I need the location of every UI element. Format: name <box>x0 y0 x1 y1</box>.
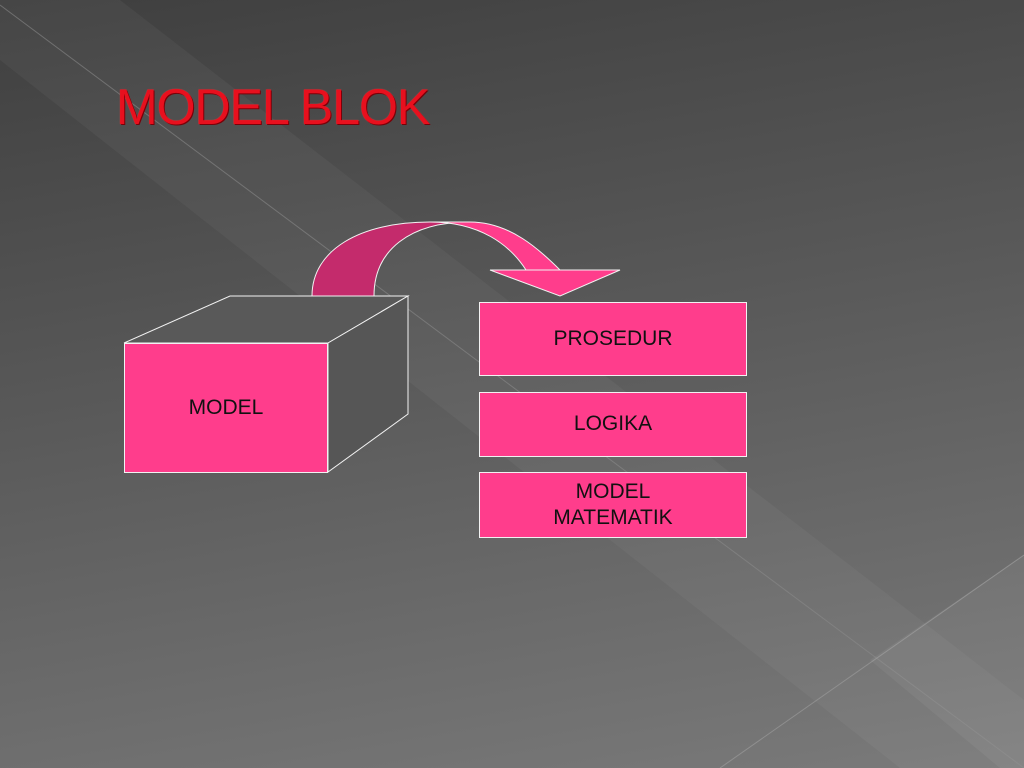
cube-3d <box>123 295 410 473</box>
model-matematik-label-line-2: MATEMATIK <box>553 506 673 529</box>
prosedur-block-label: PROSEDUR <box>553 326 673 350</box>
model-block-label: MODEL <box>188 395 264 419</box>
model-block: MODEL <box>124 343 328 473</box>
prosedur-block: PROSEDUR <box>479 302 747 376</box>
logika-block: LOGIKA <box>479 392 747 457</box>
slide-title: MODEL BLOK <box>116 79 430 135</box>
background-corner-facet <box>870 555 1024 768</box>
curved-arrow-head <box>489 269 621 297</box>
background-corner-line <box>719 554 1024 768</box>
model-matematik-label-line-1: MODEL <box>575 479 651 503</box>
model-matematik-block: MODEL MATEMATIK <box>479 472 747 538</box>
curved-arrow-body <box>429 221 562 271</box>
background-diagonal-line <box>0 4 1024 768</box>
curved-arrow-tail <box>311 221 471 297</box>
logika-block-label: LOGIKA <box>573 412 653 436</box>
curved-arrow <box>311 221 621 297</box>
cube-side-face <box>327 295 409 473</box>
